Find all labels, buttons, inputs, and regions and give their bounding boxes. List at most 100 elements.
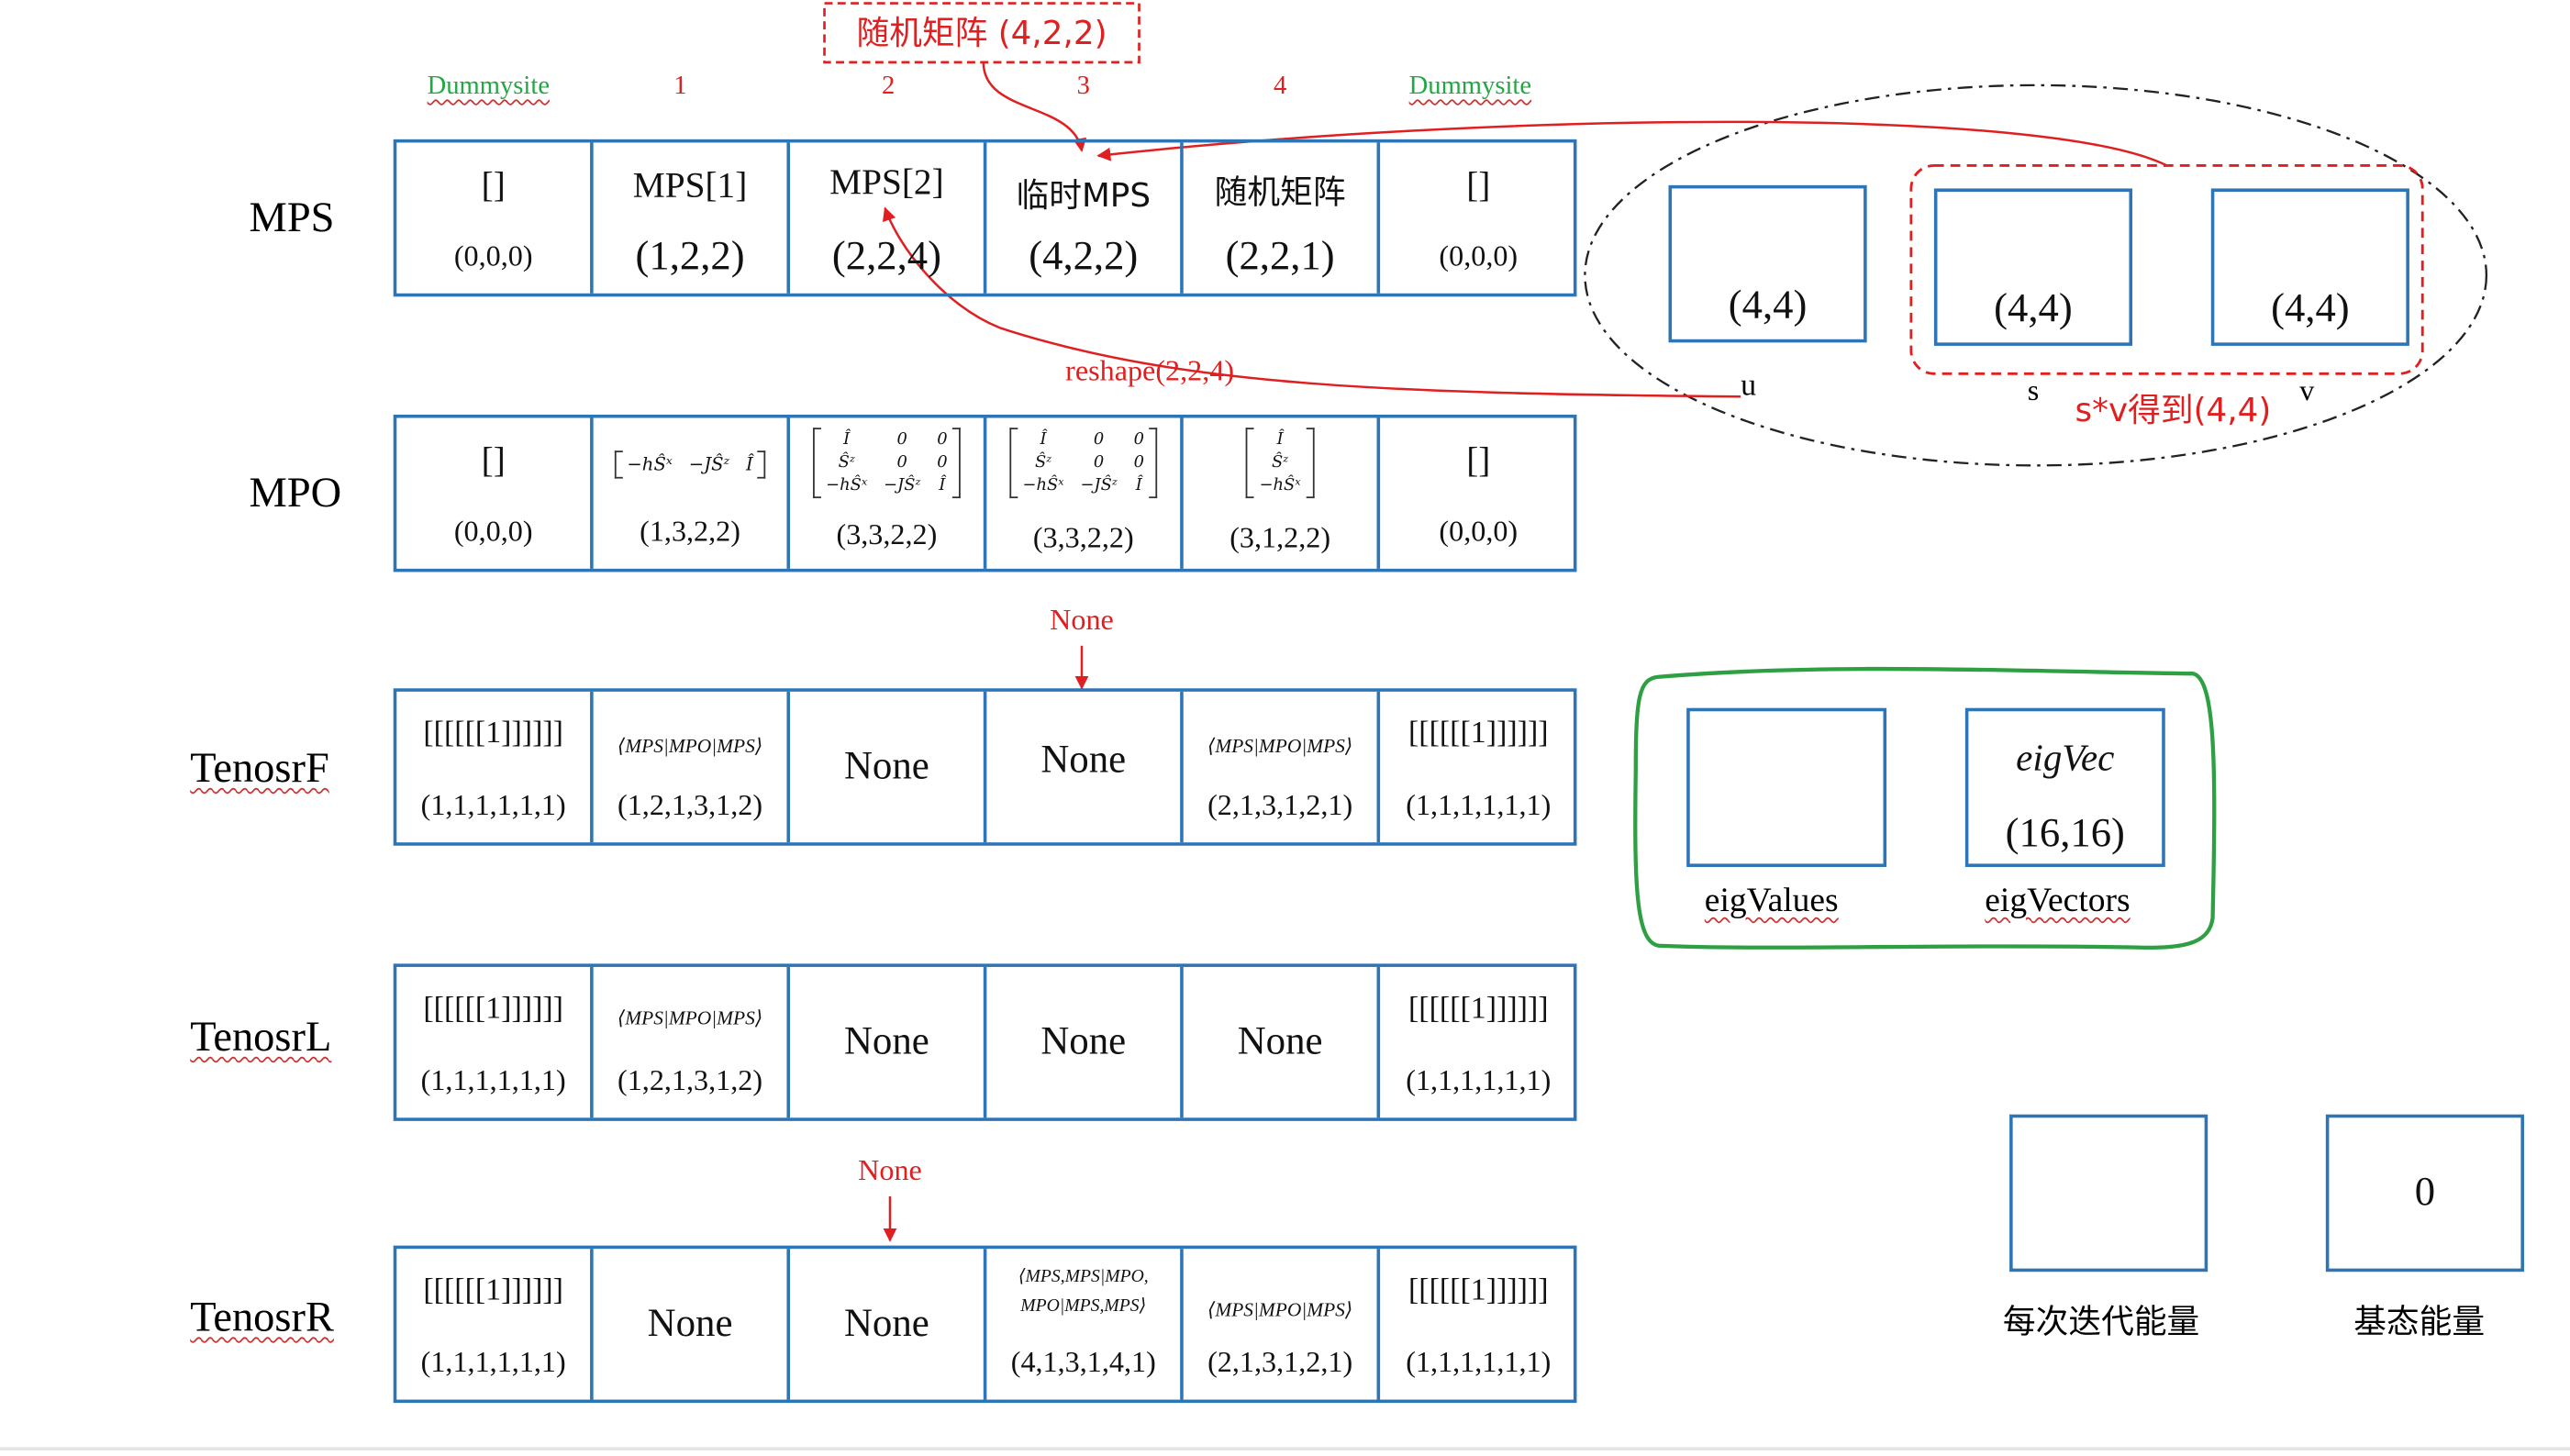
tensor-l-cell: None xyxy=(1184,966,1381,1118)
svd-u-shape: (4,4) xyxy=(1728,283,1808,328)
cell-top: 随机矩阵 xyxy=(1214,172,1346,212)
svd-s-label: s xyxy=(2027,373,2040,407)
cell-shape: (1,1,1,1,1,1) xyxy=(420,788,566,821)
matrix-entry: −hŜˣ xyxy=(826,476,868,495)
svd-s-box: (4,4) xyxy=(1933,188,2133,346)
cell-shape: (2,1,3,1,2,1) xyxy=(1207,788,1353,821)
matrix-entry: 0 xyxy=(1093,453,1105,472)
row-label-mps: MPS xyxy=(249,193,335,241)
eig-group-outline xyxy=(1633,666,2217,950)
eig-vectors-box: eigVec (16,16) xyxy=(1964,707,2165,867)
cell-top: [[[[[[1]]]]]] xyxy=(423,991,564,1027)
cell-top: [[[[[[1]]]]]] xyxy=(423,716,564,751)
ground-energy-label: 基态能量 xyxy=(2353,1301,2486,1341)
iter-energy-box xyxy=(2009,1114,2208,1273)
cell-center: None xyxy=(1040,738,1127,782)
matrix-entry: Ŝᶻ xyxy=(838,453,855,472)
mpo-cell: Î 0 0 Ŝᶻ 0 0 −hŜˣ −JŜᶻ Î (3,3,2,2) xyxy=(986,417,1184,569)
matrix-entry: Î xyxy=(939,476,946,495)
mpo-cell: [] (0,0,0) xyxy=(396,417,594,569)
tensor-r-cell: [[[[[[1]]]]]] (1,1,1,1,1,1) xyxy=(396,1249,594,1400)
arrow-sv-to-temp xyxy=(1096,120,2168,167)
ground-energy-value: 0 xyxy=(2414,1170,2436,1215)
mpo-matrix: Î 0 0 Ŝᶻ 0 0 −hŜˣ −JŜᶻ Î xyxy=(986,428,1180,499)
matrix-entry: −hŜˣ xyxy=(1259,476,1301,495)
cell-top: [] xyxy=(1466,439,1491,481)
tensor-l-cell: None xyxy=(790,966,987,1118)
cell-shape: (1,2,2) xyxy=(635,234,745,279)
mpo-cell: Î Ŝᶻ −hŜˣ (3,1,2,2) xyxy=(1184,417,1381,569)
sv-note: s*v得到(4,4) xyxy=(2075,390,2272,430)
mps-cell: MPS[1] (1,2,2) xyxy=(594,142,791,294)
cell-shape: (4,2,2) xyxy=(1029,234,1139,279)
mpo-matrix: −hŜˣ −JŜᶻ Î xyxy=(594,450,787,479)
mps-cell: 随机矩阵 (2,2,1) xyxy=(1184,142,1381,294)
eig-vectors-shape: (16,16) xyxy=(2005,811,2125,856)
mps-cell: [] (0,0,0) xyxy=(396,142,594,294)
eig-vectors-name: eigVec xyxy=(2016,737,2115,779)
cell-top: ⟨MPS|MPO|MPS⟩ xyxy=(1207,1297,1353,1321)
tensor-f-cell: ⟨MPS|MPO|MPS⟩ (2,1,3,1,2,1) xyxy=(1184,691,1381,843)
mpo-cell: Î 0 0 Ŝᶻ 0 0 −hŜˣ −JŜᶻ Î (3,3,2,2) xyxy=(790,417,987,569)
top-note-box xyxy=(823,2,1140,64)
cell-top: [] xyxy=(481,163,506,206)
mps-cell: MPS[2] (2,2,4) xyxy=(790,142,987,294)
tensor-f-row: [[[[[[1]]]]]] (1,1,1,1,1,1) ⟨MPS|MPO|MPS… xyxy=(393,688,1577,846)
top-note: 随机矩阵 (4,2,2) xyxy=(856,13,1107,53)
tensor-f-cell: [[[[[[1]]]]]] (1,1,1,1,1,1) xyxy=(1380,692,1576,842)
cell-top: [] xyxy=(481,439,506,481)
svd-ellipse xyxy=(1584,83,2488,467)
tensor-l-cell: None xyxy=(986,966,1184,1118)
mpo-cell: −hŜˣ −JŜᶻ Î (1,3,2,2) xyxy=(594,417,791,569)
cell-top: [] xyxy=(1466,163,1491,206)
tensor-f-cell: None xyxy=(790,691,987,843)
cell-shape: (2,2,1) xyxy=(1225,234,1335,279)
col-label-dummysite-right: Dummysite xyxy=(1408,72,1532,100)
matrix-entry: 0 xyxy=(1133,453,1145,472)
cell-shape: (0,0,0) xyxy=(453,514,533,548)
cell-center: None xyxy=(843,744,929,788)
cell-shape: (1,2,1,3,1,2) xyxy=(617,1063,763,1097)
mps-cell: 临时MPS (4,2,2) xyxy=(986,142,1184,294)
arrow-note-to-col3 xyxy=(982,61,1087,152)
cell-top: 临时MPS xyxy=(1016,175,1151,216)
row-label-tensor-f: TenosrF xyxy=(190,744,329,792)
matrix-entry: −JŜᶻ xyxy=(884,476,921,495)
mpo-cell: [] (0,0,0) xyxy=(1380,418,1576,569)
cell-center: None xyxy=(1237,1020,1323,1063)
matrix-entry: 0 xyxy=(1093,430,1105,450)
mpo-row: [] (0,0,0) −hŜˣ −JŜᶻ Î (1,3,2,2) Î 0 xyxy=(393,414,1577,572)
cell-center: None xyxy=(1040,1020,1127,1063)
reshape-note: reshape(2,2,4) xyxy=(1065,353,1235,387)
cell-center: None xyxy=(843,1020,929,1063)
col-label-2: 2 xyxy=(882,72,896,100)
cell-shape: (1,1,1,1,1,1) xyxy=(1406,1063,1552,1097)
cell-shape: (1,1,1,1,1,1) xyxy=(1406,788,1552,821)
tensor-r-cell: ⟨MPS|MPO|MPS⟩ (2,1,3,1,2,1) xyxy=(1184,1249,1381,1400)
eig-vectors-label: eigVectors xyxy=(1985,880,2131,920)
matrix-entry: Î xyxy=(745,453,753,476)
matrix-entry: 0 xyxy=(896,430,907,450)
tensor-f-cell: None xyxy=(986,691,1184,843)
iter-energy-label: 每次迭代能量 xyxy=(2002,1301,2200,1341)
tensor-r-cell: None xyxy=(594,1249,791,1400)
cell-shape: (2,1,3,1,2,1) xyxy=(1207,1345,1353,1379)
mps-row: [] (0,0,0) MPS[1] (1,2,2) MPS[2] (2,2,4)… xyxy=(393,139,1577,297)
matrix-entry: 0 xyxy=(896,453,907,472)
cell-shape: (4,1,3,1,4,1) xyxy=(1010,1345,1156,1379)
arrow-u-to-mps2 xyxy=(882,206,1741,398)
cell-shape: (2,2,4) xyxy=(831,234,941,279)
matrix-entry: −JŜᶻ xyxy=(1080,476,1118,495)
svd-u-box: (4,4) xyxy=(1668,184,1867,343)
tensor-r-cell: [[[[[[1]]]]]] (1,1,1,1,1,1) xyxy=(1380,1249,1576,1399)
matrix-entry: Ŝᶻ xyxy=(1034,453,1052,472)
matrix-entry: Î xyxy=(1040,430,1047,450)
cell-top: [[[[[[1]]]]]] xyxy=(423,1273,564,1308)
matrix-entry: −JŜᶻ xyxy=(688,453,730,476)
svd-u-label: u xyxy=(1741,368,1757,404)
cell-shape: (0,0,0) xyxy=(1439,514,1519,548)
cell-shape: (3,3,2,2) xyxy=(836,517,938,551)
svd-s-shape: (4,4) xyxy=(1994,286,2073,331)
matrix-entry: 0 xyxy=(937,430,948,450)
